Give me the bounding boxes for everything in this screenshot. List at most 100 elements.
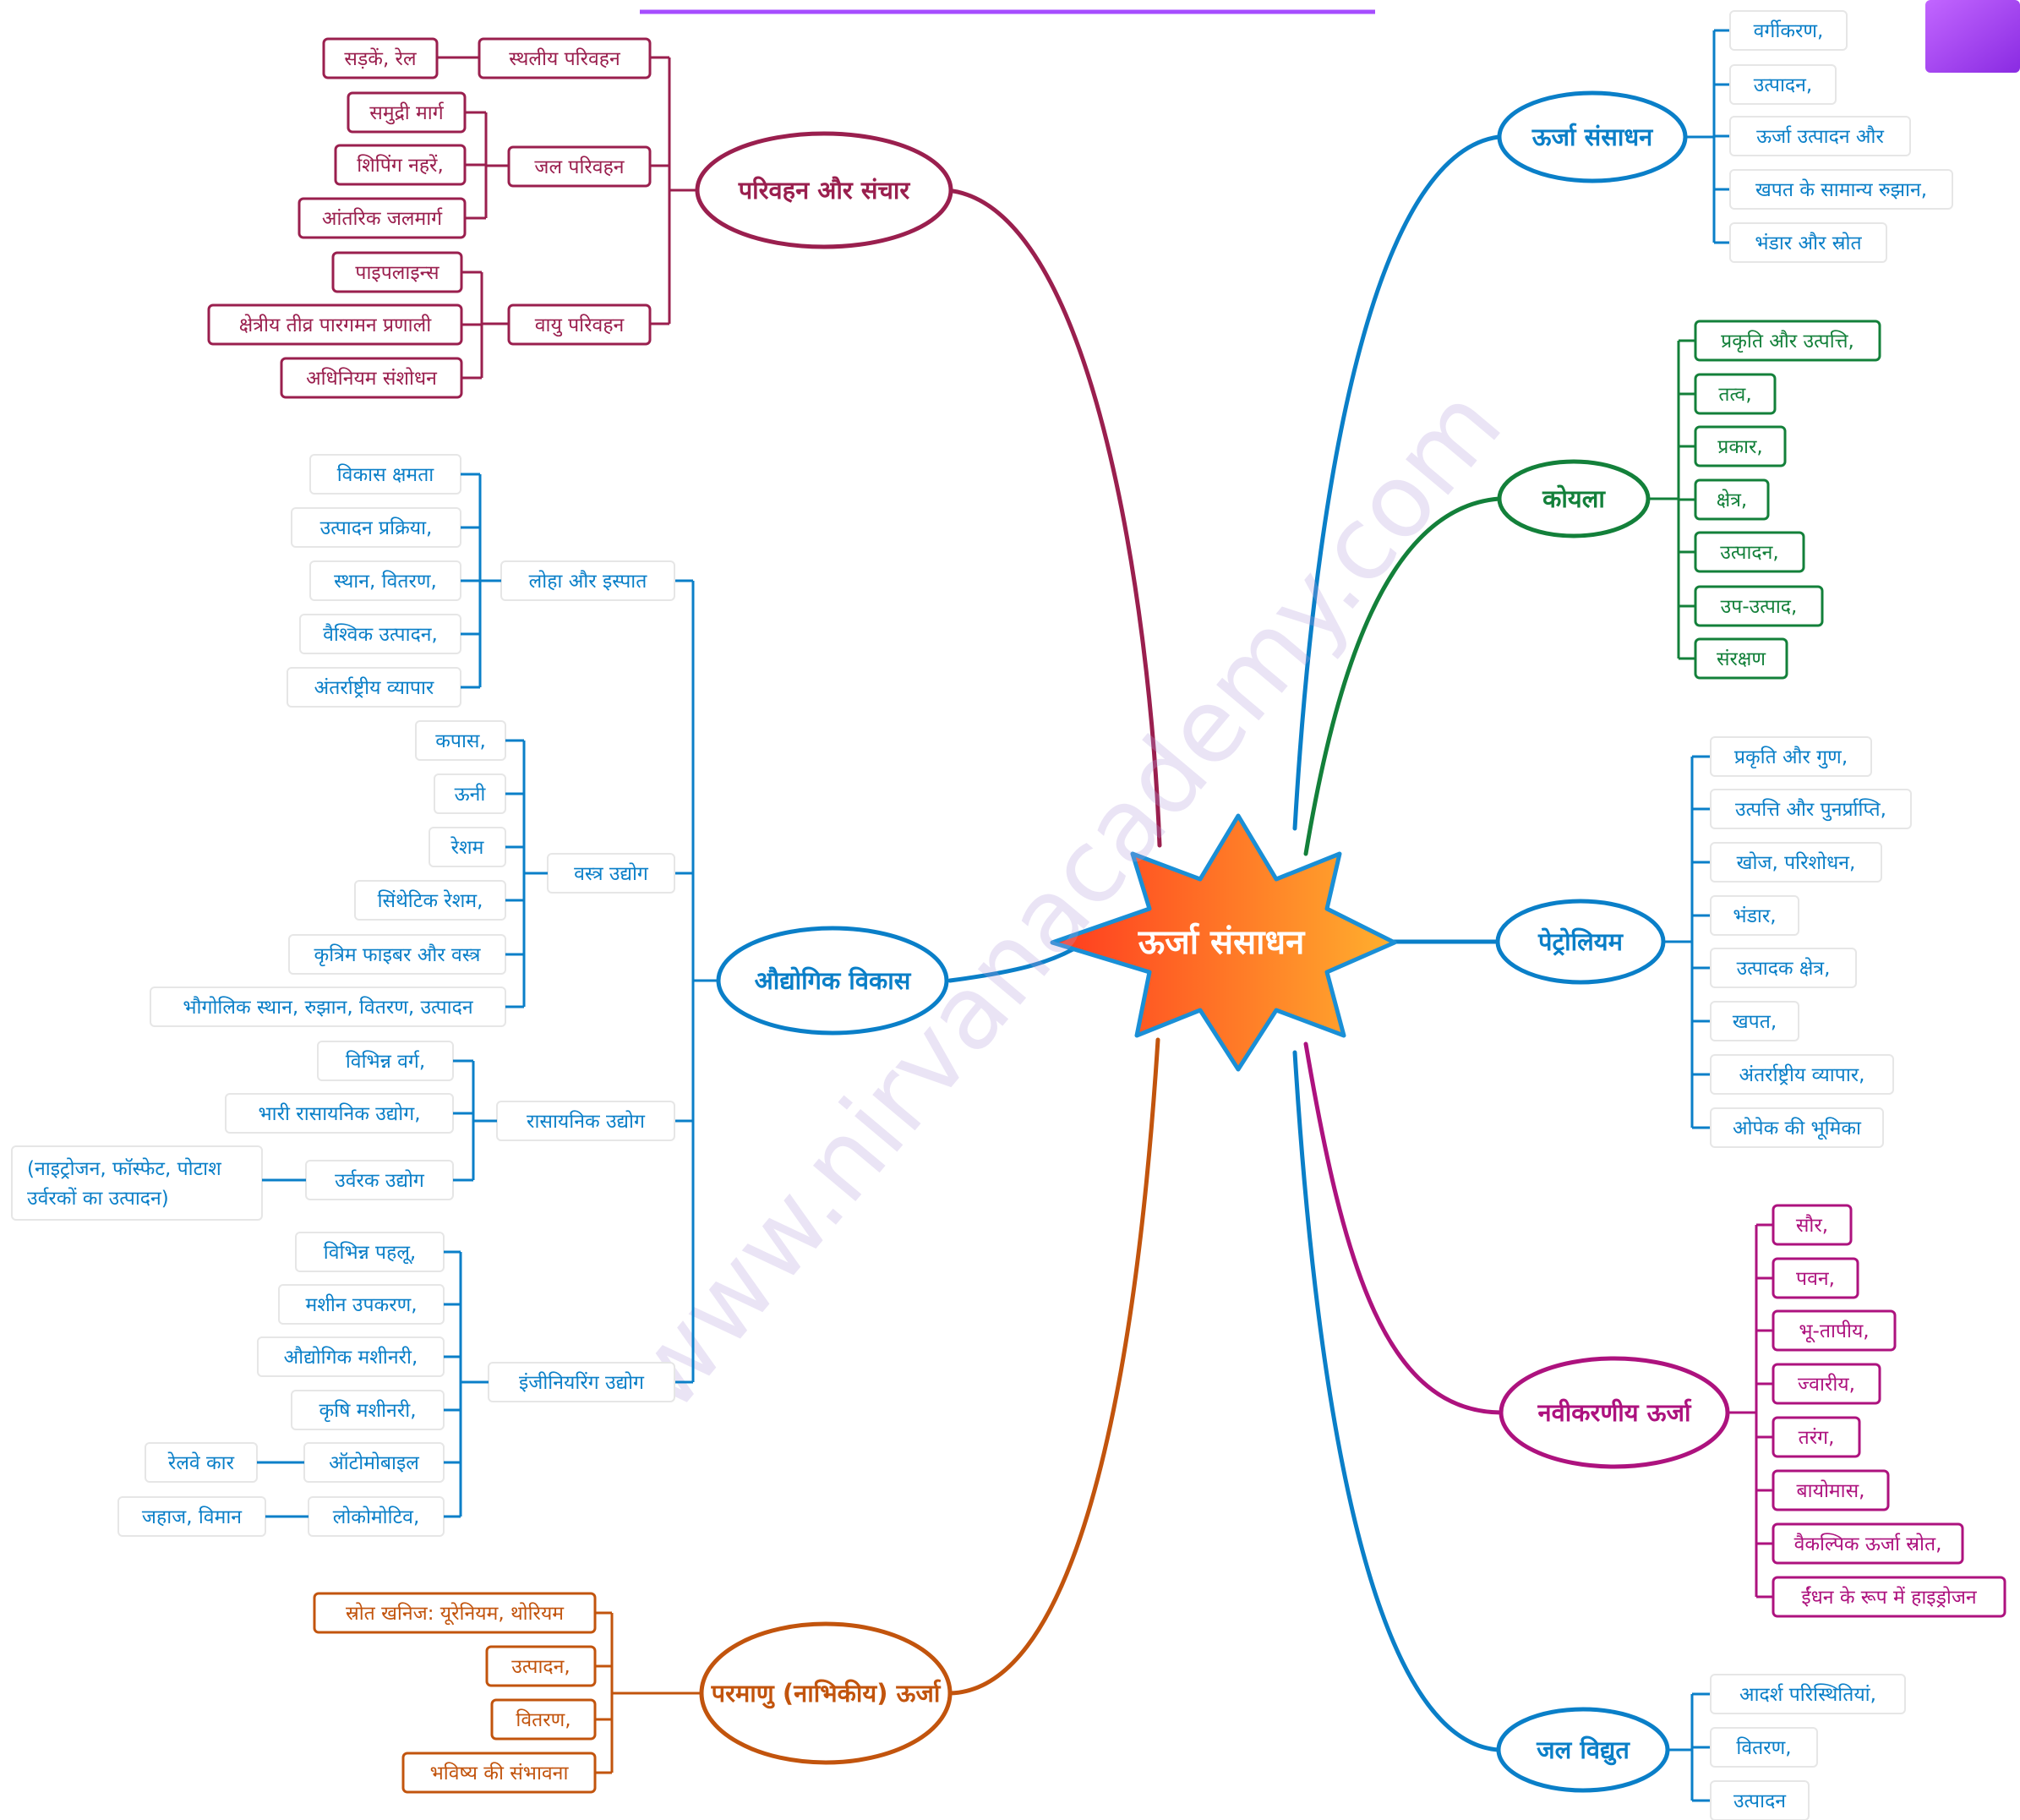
curve-coal [1303,496,1502,856]
topic-transport-label: परिवहन और संचार [738,176,911,205]
renewable-leaf-7-box [1772,1576,2006,1618]
engineering-leaf-1-label: मशीन उपकरण, [305,1293,417,1316]
topic-industry-label: औद्योगिक विकास [755,966,912,995]
textile-leaf-4-label: कृत्रिम फाइबर और वस्त्र [314,943,482,967]
central-star [1050,813,1397,1072]
industry-sub-2: रासायनिक उद्योग [496,1101,675,1141]
nuclear-leaf-3: भविष्य की संभावना [401,1752,597,1794]
coal-leaf-6-label: संरक्षण [1717,648,1766,670]
industry-sub-0: लोहा और इस्पात [500,560,675,601]
chemical-leaf-1-label: भारी रासायनिक उद्योग, [258,1102,420,1125]
textile-leaf-4: कृत्रिम फाइबर और वस्त्र [288,934,506,975]
petroleum-leaf-6-label: अंतर्राष्ट्रीय व्यापार, [1739,1063,1865,1086]
energy-leaf-2: ऊर्जा उत्पादन और [1729,116,1911,156]
transport-water-leaf-2-label: आंतरिक जलमार्ग [322,207,443,230]
coal-leaf-4-label: उत्पादन, [1720,542,1778,564]
renewable-leaf-3-box [1772,1363,1881,1405]
chemical-leaf-0: विभिन्न वर्ग, [317,1041,454,1081]
topic-hydro: जल विद्युत [1496,1707,1670,1793]
renewable-leaf-0-box [1772,1204,1853,1246]
topic-energy: ऊर्जा संसाधन [1497,90,1688,183]
petroleum-leaf-5: खपत, [1710,1001,1799,1041]
transport-water-leaf-0: समुद्री मार्ग [347,91,467,134]
iron-leaf-1: उत्पादन प्रक्रिया, [291,507,461,548]
renewable-leaf-6-box [1772,1522,1964,1565]
petroleum-leaf-2-box [1710,842,1882,883]
coal-leaf-0-label: प्रकृति और उत्पत्ति, [1721,330,1854,353]
transport-water-leaf-0-label: समुद्री मार्ग [369,101,444,125]
topic-petroleum-label: पेट्रोलियम [1537,927,1624,956]
transport-sub-0: स्थलीय परिवहन [478,37,652,79]
transport-water-leaf-2: आंतरिक जलमार्ग [298,197,467,239]
petroleum-leaf-4-box [1710,948,1857,988]
nuclear-leaf-0: स्रोत खनिज: यूरेनियम, थोरियम [313,1592,597,1634]
industry-sub-0-label: लोहा और इस्पात [529,570,648,593]
industry-sub-1: वस्त्र उद्योग [547,853,675,894]
coal-leaf-3: क्षेत्र, [1694,478,1770,521]
petroleum-leaf-1-label: उत्पत्ति और पुनर्प्राप्ति, [1735,798,1886,822]
industry-sub-3-label: इंजीनियरिंग उद्योग [519,1371,645,1394]
hydro-leaf-1-label: वितरण, [1736,1736,1791,1759]
renewable-leaf-6-label: वैकल्पिक ऊर्जा स्रोत, [1794,1533,1942,1555]
transport-air-leaf-2: अधिनियम संशोधन [280,357,463,399]
renewable-leaf-1-label: पवन, [1796,1268,1835,1290]
engineering-leaf-5-label: लोकोमोटिव, [333,1506,420,1528]
coal-leaf-5: उप-उत्पाद, [1694,585,1824,627]
nuclear-leaf-0-label: स्रोत खनिज: यूरेनियम, थोरियम [346,1602,565,1626]
iron-leaf-2-label: स्थान, वितरण, [334,570,437,593]
coal-leaf-0-box [1694,320,1881,362]
energy-leaf-0-box [1729,10,1848,51]
map-layer: परिवहन और संचार स्थलीय परिवहन जल परिवहन वाय… [11,10,2006,1820]
renewable-leaf-2: भू-तापीय, [1772,1309,1897,1352]
renewable-leaf-1-box [1772,1257,1859,1299]
chemical-leaf-1: भारी रासायनिक उद्योग, [225,1093,454,1134]
topic-renewable-label: नवीकरणीय ऊर्जा [1537,1398,1692,1427]
textile-leaf-3: सिंथेटिक रेशम, [354,880,506,921]
curve-energy [1292,134,1501,831]
engineering-leaf-5: लोकोमोटिव, [308,1496,445,1537]
petroleum-leaf-4: उत्पादक क्षेत्र, [1710,948,1857,988]
transport-water-leaf-1: शिपिंग नहरें, [334,144,467,186]
transport-sub-1-label: जल परिवहन [534,156,625,178]
coal-leaf-4-box [1694,531,1805,573]
energy-leaf-1-label: उत्पादन, [1754,74,1812,96]
textile-leaf-5: भौगोलिक स्थान, रुझान, वितरण, उत्पादन [150,987,506,1027]
renewable-leaf-7-label: ईंधन के रूप में हाइड्रोजन [1801,1586,1978,1609]
iron-leaf-2: स्थान, वितरण, [309,560,461,601]
iron-leaf-4: अंतर्राष्ट्रीय व्यापार [287,667,461,708]
transport-air-leaf-0: पाइपलाइन्स [331,251,463,293]
fertilizer-note: (नाइट्रोजन, फॉस्फेट, पोटाशउर्वरकों का उत… [11,1145,263,1221]
renewable-leaf-5-box [1772,1469,1890,1511]
renewable-leaf-5: बायोमास, [1772,1469,1890,1511]
textile-leaf-3-label: सिंथेटिक रेशम, [378,889,483,912]
transport-sub-2: वायु परिवहन [507,303,652,346]
hydro-leaf-1: वितरण, [1710,1727,1818,1768]
petroleum-leaf-3-label: भंडार, [1733,905,1776,927]
engineering-leaf-4-label: ऑटोमोबाइल [329,1451,419,1474]
industry-sub-1-label: वस्त्र उद्योग [574,862,649,885]
topic-renewable: नवीकरणीय ऊर्जा [1499,1356,1730,1469]
iron-leaf-0: विकास क्षमता [309,454,461,495]
coal-leaf-4: उत्पादन, [1694,531,1805,573]
coal-leaf-5-label: उप-उत्पाद, [1721,596,1798,618]
coal-leaf-1: तत्व, [1694,373,1777,415]
transport-sub-1: जल परिवहन [507,145,652,188]
renewable-leaf-1: पवन, [1772,1257,1859,1299]
petroleum-leaf-3-box [1710,895,1799,936]
renewable-leaf-2-label: भू-तापीय, [1799,1320,1869,1343]
topic-coal-label: कोयला [1542,484,1606,513]
textile-leaf-2-label: रेशम [450,836,485,859]
coal-leaf-6-box [1694,637,1788,680]
transport-leaf-road: सड़कें, रेल [322,37,439,79]
renewable-leaf-5-label: बायोमास, [1797,1479,1865,1502]
transport-sub-2-label: वायु परिवहन [535,314,625,337]
energy-leaf-3: खपत के सामान्य रुझान, [1729,169,1953,210]
renewable-leaf-0: सौर, [1772,1204,1853,1246]
iron-leaf-1-label: उत्पादन प्रक्रिया, [320,516,433,539]
textile-leaf-1-label: ऊनी [455,783,487,806]
engineering-leaf-1: मशीन उपकरण, [278,1284,445,1325]
corner-badge [1925,0,2020,73]
coal-leaf-5-box [1694,585,1824,627]
coal-leaf-2: प्रकार, [1694,425,1787,467]
nuclear-leaf-1: उत्पादन, [485,1645,597,1687]
